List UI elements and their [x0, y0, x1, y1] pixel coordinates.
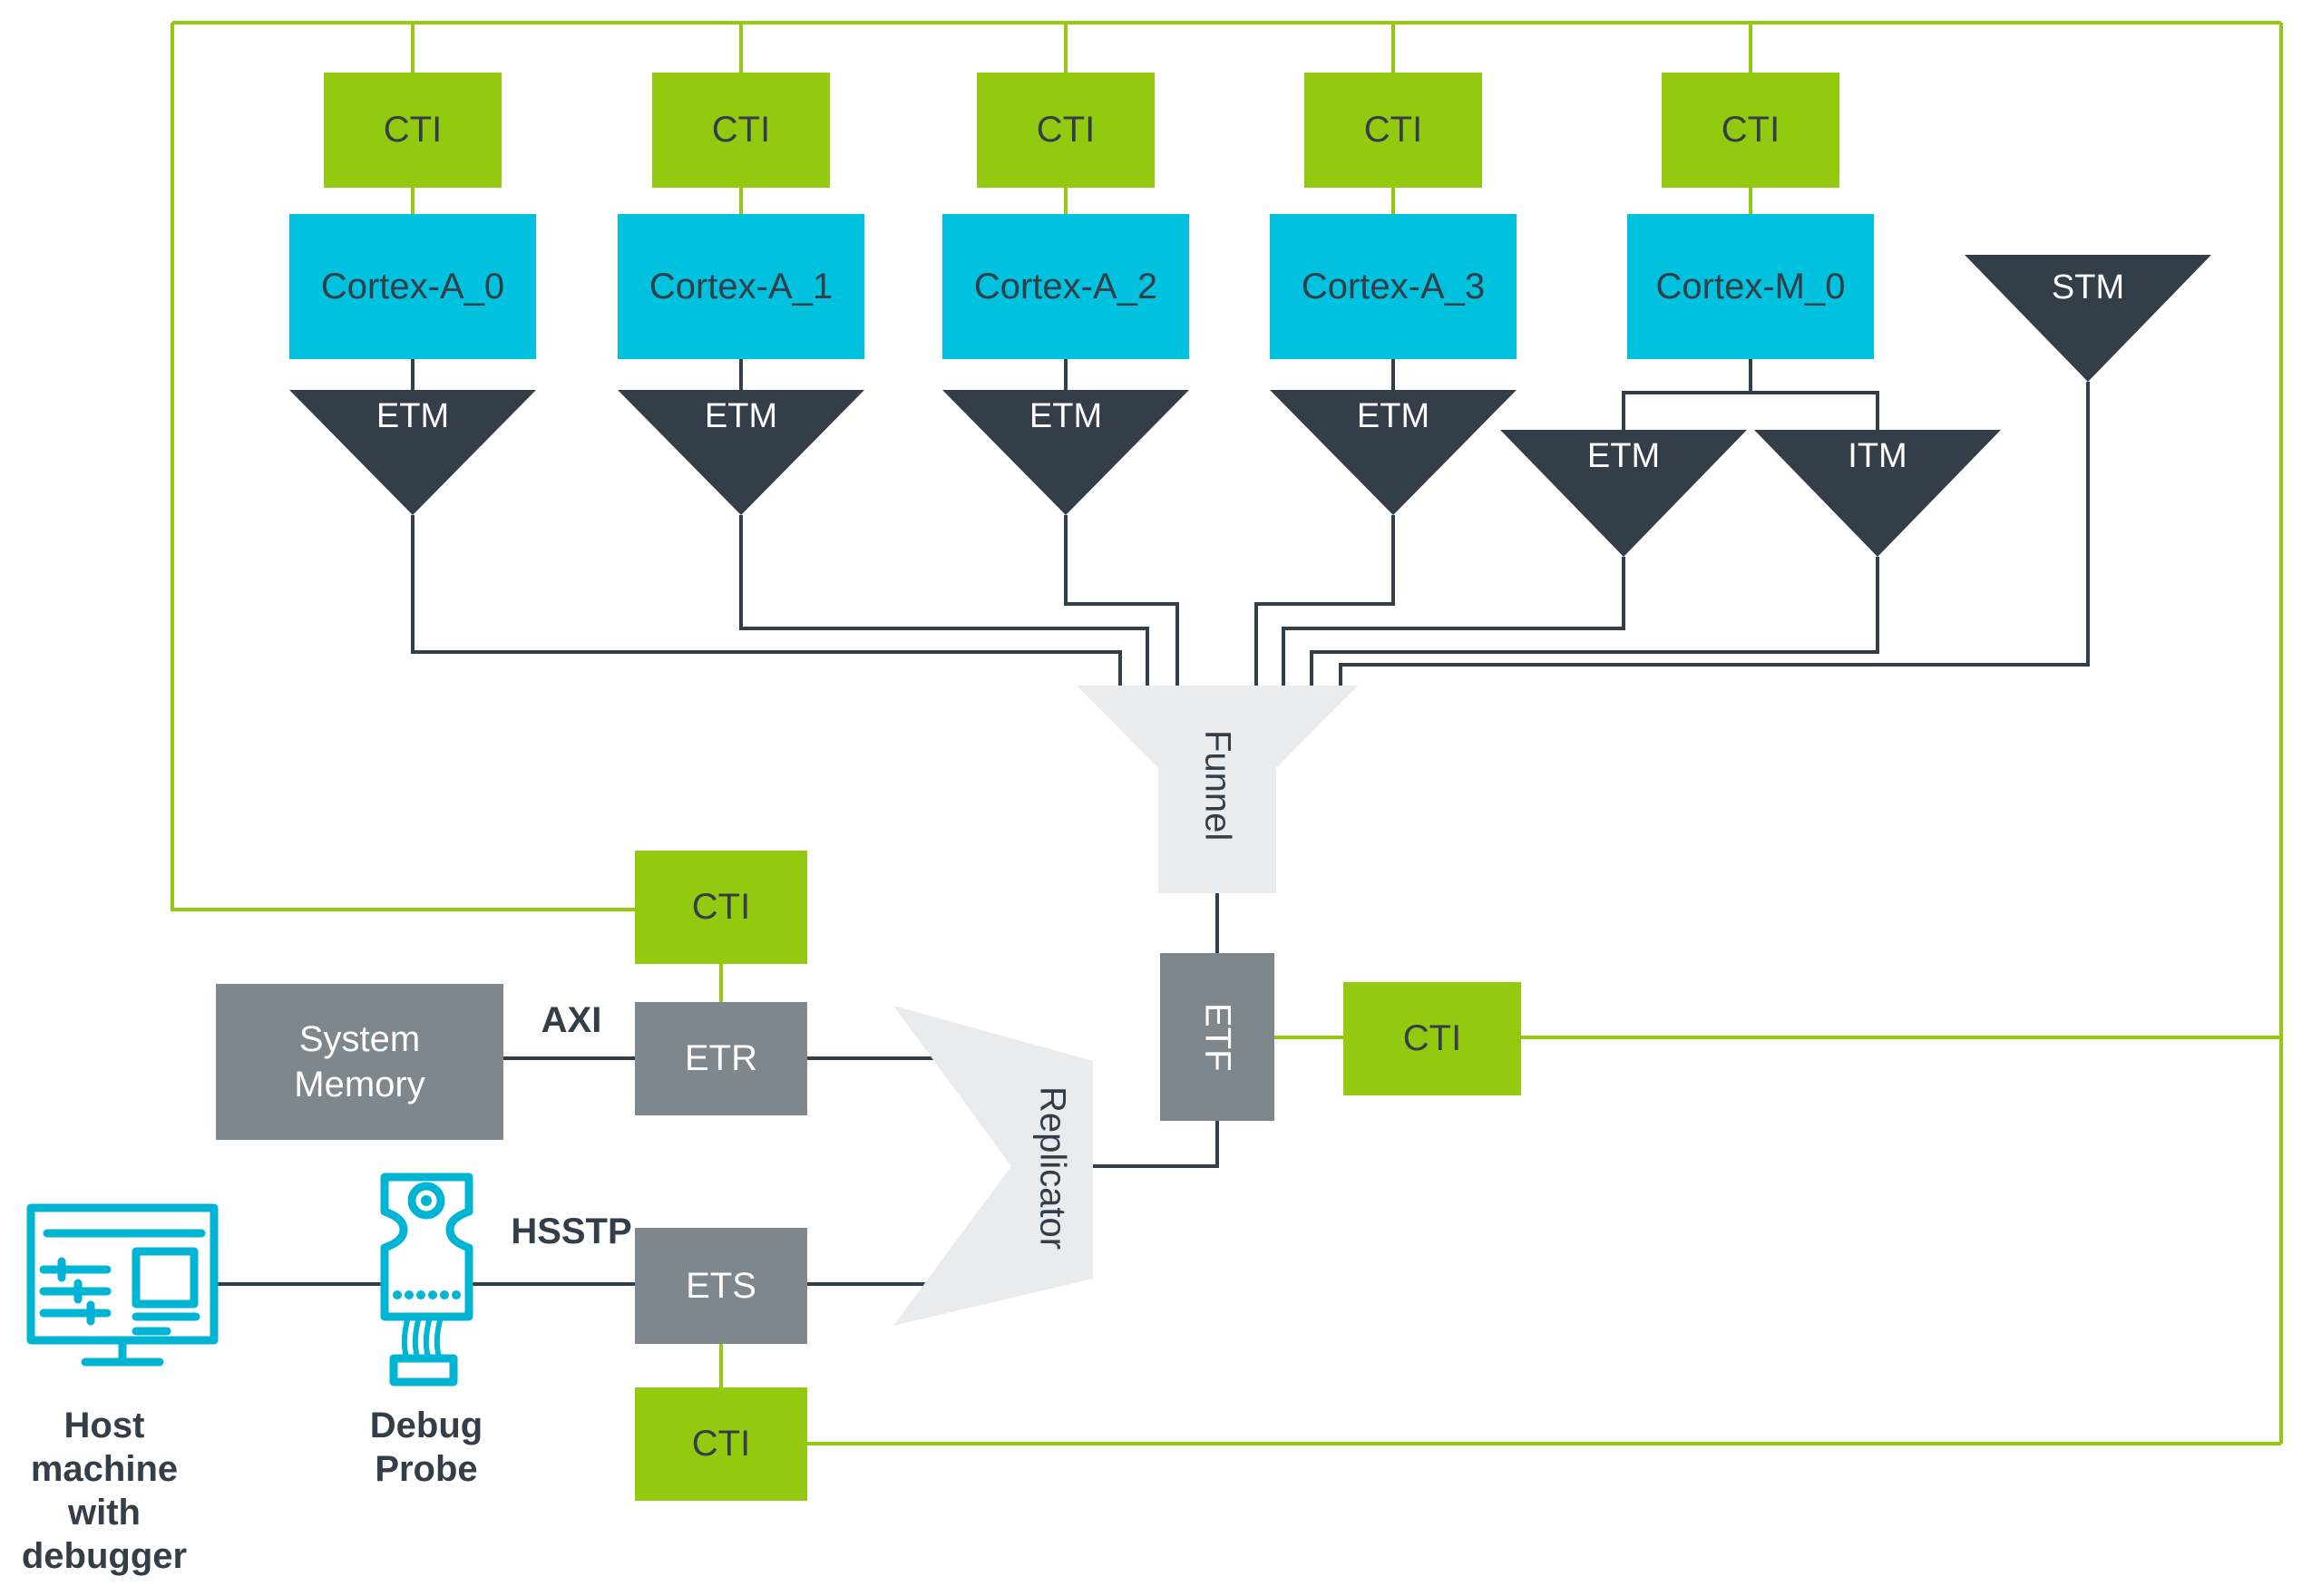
- etm1-funnel-wire: [739, 515, 1149, 686]
- system-memory-line-1: System: [298, 1019, 421, 1059]
- core-box-cortex-a-2: Cortex-A_2: [942, 214, 1189, 359]
- funnel-shape: [1077, 686, 1358, 893]
- host-machine-caption: Host machine with debugger: [0, 1404, 209, 1578]
- etm-triangle-0: [289, 390, 536, 515]
- core-box-cortex-m-0: Cortex-M_0: [1627, 214, 1874, 359]
- cti-box-core-4: CTI: [1662, 73, 1839, 188]
- etf-replicator-wire: [1093, 1121, 1219, 1168]
- system-memory-box: System Memory: [216, 984, 503, 1140]
- core-m-split-bracket: [1622, 391, 1879, 430]
- host-machine-icon: [26, 1203, 219, 1367]
- cti-box-core-2: CTI: [977, 73, 1155, 188]
- probe-caption-line-1: Debug: [369, 1406, 483, 1445]
- ets-box: ETS: [635, 1228, 807, 1344]
- etm-label-3: ETM: [1356, 397, 1430, 435]
- etf-box: ETF: [1160, 953, 1274, 1121]
- stm-triangle: [1965, 255, 2211, 382]
- core-box-cortex-a-1: Cortex-A_1: [618, 214, 864, 359]
- debug-probe-icon: [380, 1173, 473, 1387]
- cti-box-core-3: CTI: [1304, 73, 1482, 188]
- stm-label: STM: [2051, 268, 2125, 307]
- host-caption-line-1: Host: [63, 1406, 145, 1445]
- etm-triangle-1: [618, 390, 864, 515]
- etm-m-triangle: [1500, 430, 1747, 557]
- itm-funnel-wire: [1310, 557, 1879, 686]
- etm-label-0: ETM: [376, 397, 450, 435]
- etm-m-funnel-wire: [1282, 557, 1625, 686]
- etr-box: ETR: [635, 1002, 807, 1115]
- cti-box-etr: CTI: [635, 851, 807, 964]
- cti-bus-left-line: [171, 23, 635, 911]
- replicator-label: Replicator: [1032, 1085, 1073, 1251]
- axi-bus-label: AXI: [541, 1000, 602, 1040]
- etm0-funnel-wire: [411, 515, 1122, 686]
- replicator-shape: [893, 1006, 1093, 1326]
- funnel-label: Funnel: [1197, 729, 1238, 842]
- cti-box-core-0: CTI: [324, 73, 502, 188]
- system-memory-line-2: Memory: [294, 1065, 425, 1105]
- cti-box-ets: CTI: [635, 1387, 807, 1501]
- etm-label-1: ETM: [704, 397, 778, 435]
- cti-box-core-1: CTI: [652, 73, 830, 188]
- core-box-cortex-a-0: Cortex-A_0: [289, 214, 536, 359]
- stm-funnel-wire: [1339, 382, 2090, 686]
- debug-probe-caption: Debug Probe: [336, 1404, 517, 1491]
- itm-triangle: [1754, 430, 2001, 557]
- itm-label: ITM: [1848, 437, 1907, 475]
- cti-box-etf: CTI: [1343, 982, 1521, 1095]
- host-caption-line-2: machine: [30, 1449, 179, 1489]
- etm-triangle-3: [1270, 390, 1517, 515]
- probe-caption-line-2: Probe: [375, 1449, 478, 1489]
- host-caption-line-3: with: [68, 1493, 141, 1533]
- hsstp-bus-label: HSSTP: [511, 1212, 632, 1251]
- etm2-funnel-wire: [1064, 515, 1179, 686]
- core-box-cortex-a-3: Cortex-A_3: [1270, 214, 1517, 359]
- host-caption-line-4: debugger: [21, 1536, 188, 1576]
- etm-m-label: ETM: [1586, 437, 1661, 475]
- etm-triangle-2: [942, 390, 1189, 515]
- etm-label-2: ETM: [1029, 397, 1103, 435]
- etm3-funnel-wire: [1254, 515, 1395, 686]
